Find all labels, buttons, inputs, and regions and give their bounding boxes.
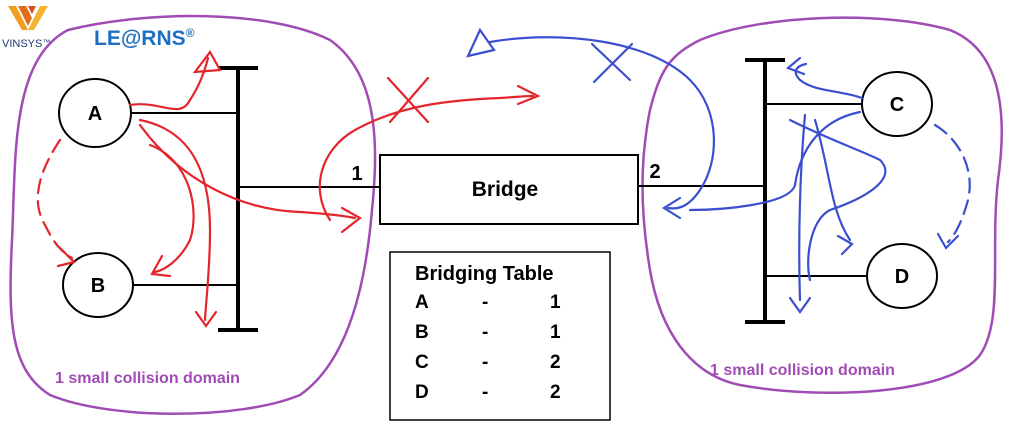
vinsys-brand-mark: ™ bbox=[42, 38, 51, 47]
red-cross-2 bbox=[388, 76, 430, 124]
red-arrowhead-up bbox=[192, 49, 222, 74]
blue-arrow-over bbox=[488, 36, 715, 210]
blue-arrowhead-left bbox=[466, 27, 496, 58]
red-arrowhead-bridge bbox=[340, 206, 362, 234]
node-c-label: C bbox=[890, 94, 904, 116]
vinsys-logo-mark-icon bbox=[8, 6, 48, 30]
learns-logo: LE@RNS® bbox=[94, 26, 195, 51]
blue-annotations bbox=[466, 27, 971, 314]
red-arrow-a-up bbox=[128, 56, 210, 111]
table-row-2-port: 1 bbox=[550, 322, 561, 343]
blue-arrowhead-d bbox=[836, 234, 854, 256]
left-domain-label: 1 small collision domain bbox=[55, 370, 240, 387]
red-arrowhead-b bbox=[56, 246, 77, 268]
blue-arrowhead-d-dash bbox=[936, 232, 960, 250]
red-annotations bbox=[36, 49, 541, 328]
table-row-3-sep: - bbox=[482, 352, 488, 373]
vinsys-brand: VINSYS bbox=[2, 38, 43, 50]
left-collision-domain-outline bbox=[9, 14, 377, 415]
table-row-2-sep: - bbox=[482, 322, 488, 343]
red-dash-a-to-b bbox=[36, 138, 74, 260]
table-row-1-host: A bbox=[415, 292, 429, 313]
node-a-label: A bbox=[88, 103, 102, 125]
blue-arrowhead-c-up bbox=[785, 56, 806, 76]
red-arrow-a-to-bridge bbox=[138, 123, 357, 220]
blue-cross-2 bbox=[592, 42, 634, 84]
blue-arrow-c-up bbox=[794, 62, 864, 100]
bridge-port-left-label: 1 bbox=[351, 163, 362, 185]
red-arrow-a-down bbox=[138, 118, 212, 322]
blue-dash-c-to-d bbox=[933, 123, 971, 244]
blue-arrow-c-down bbox=[798, 113, 807, 302]
learns-text: LE@RNS bbox=[94, 27, 186, 50]
right-domain-label: 1 small collision domain bbox=[710, 362, 895, 379]
red-arrow-a-to-b-back bbox=[148, 143, 195, 274]
blue-arrow-c-to-bridge bbox=[688, 110, 862, 212]
bridge-port-right-label: 2 bbox=[649, 161, 660, 183]
red-arrowhead-over bbox=[516, 84, 541, 106]
table-row-4-host: D bbox=[415, 382, 429, 403]
red-arrowhead-b-back bbox=[150, 254, 172, 278]
blue-arrowhead-c-down bbox=[788, 296, 812, 314]
right-collision-domain-outline bbox=[641, 16, 1003, 394]
blue-arrow-c-to-d bbox=[813, 118, 852, 242]
node-b bbox=[62, 252, 134, 318]
vinsys-logo: VINSYS™ bbox=[2, 38, 50, 50]
red-arrow-loop-over bbox=[318, 94, 535, 222]
blue-cross-1 bbox=[590, 42, 632, 82]
node-c bbox=[861, 71, 933, 137]
table-row-1-sep: - bbox=[482, 292, 488, 313]
table-row-2-host: B bbox=[415, 322, 429, 343]
table-row-4-sep: - bbox=[482, 382, 488, 403]
node-d-label: D bbox=[895, 266, 909, 288]
bridge-box bbox=[379, 154, 639, 225]
table-row-4-port: 2 bbox=[550, 382, 561, 403]
node-a bbox=[58, 78, 132, 148]
bridging-table-title: Bridging Table bbox=[415, 263, 554, 285]
table-row-3-host: C bbox=[415, 352, 429, 373]
table-row-1-port: 1 bbox=[550, 292, 561, 313]
blue-arrow-loop-d bbox=[788, 118, 887, 282]
blue-arrowhead-bridge bbox=[661, 196, 682, 220]
table-row-3-port: 2 bbox=[550, 352, 561, 373]
bridging-table-box bbox=[389, 251, 611, 421]
bridge-label: Bridge bbox=[472, 178, 539, 201]
node-b-label: B bbox=[91, 275, 105, 297]
node-d bbox=[866, 243, 938, 309]
learns-registered-mark: ® bbox=[185, 26, 195, 40]
red-arrowhead-down bbox=[194, 310, 218, 328]
